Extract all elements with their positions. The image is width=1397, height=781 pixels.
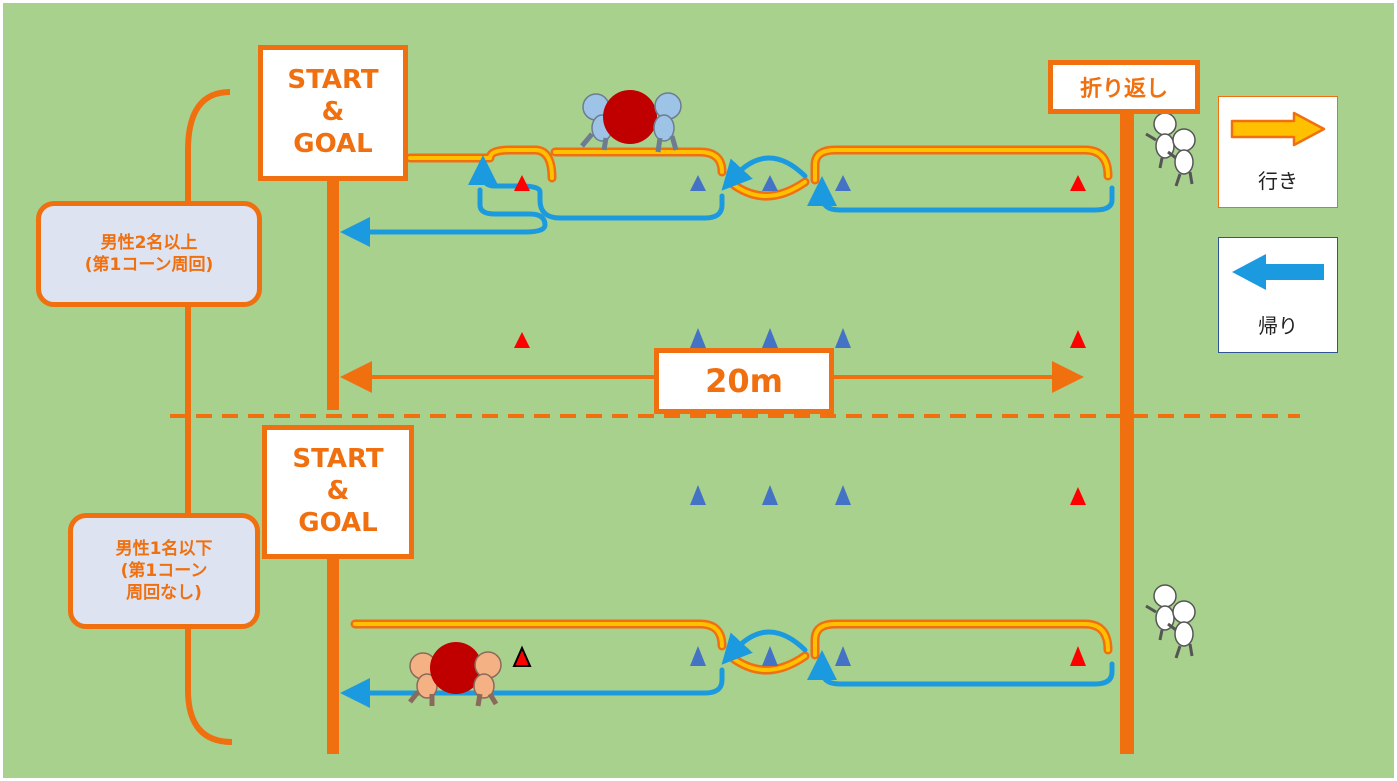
legend-return: 帰り	[1218, 237, 1338, 353]
category-label-bottom: 男性1名以下 (第1コーン 周回なし)	[68, 513, 260, 629]
cone-icon	[514, 175, 530, 191]
cone-icon	[690, 175, 706, 191]
cone-icon	[512, 645, 532, 667]
cone-icon	[762, 485, 778, 505]
cone-icon	[1070, 175, 1086, 191]
cone-icon	[1070, 487, 1086, 505]
distance-label: 20m	[654, 348, 834, 414]
bottom-team-carrying-ball	[408, 642, 502, 707]
cone-icon	[762, 328, 778, 348]
start-post-top	[327, 178, 339, 410]
category-text-top: 男性2名以上 (第1コーン周回)	[84, 232, 214, 275]
start-goal-text-bottom: START & GOAL	[292, 444, 384, 538]
cone-icon	[835, 485, 851, 505]
start-goal-label-bottom: START & GOAL	[262, 425, 414, 559]
cone-icon	[835, 328, 851, 348]
start-goal-text-top: START & GOAL	[287, 65, 379, 159]
cones-top-route	[514, 175, 1086, 191]
category-bracket	[185, 89, 233, 745]
start-post-bottom	[327, 558, 339, 754]
cone-icon	[1070, 330, 1086, 348]
category-text-bottom: 男性1名以下 (第1コーン 周回なし)	[115, 538, 213, 604]
ball-icon	[603, 90, 657, 144]
turnaround-label: 折り返し	[1048, 60, 1200, 114]
cone-icon	[762, 646, 778, 666]
cone-icon	[762, 175, 778, 191]
start-goal-label-top: START & GOAL	[258, 45, 408, 181]
cone-icon	[1070, 646, 1086, 666]
return-arrow-icon	[1232, 254, 1324, 290]
turnaround-post	[1120, 110, 1134, 754]
person-icon	[1145, 584, 1177, 641]
legend-return-label: 帰り	[1258, 314, 1298, 338]
distance-text: 20m	[705, 362, 783, 400]
referees-bottom	[1145, 584, 1196, 659]
cone-icon	[690, 485, 706, 505]
person-icon	[1167, 600, 1196, 659]
cone-icon	[690, 328, 706, 348]
legend-outbound: 行き	[1218, 96, 1338, 208]
person-icon	[653, 92, 682, 153]
return-path-bottom	[340, 629, 1115, 708]
cones-middle-row	[514, 328, 1086, 348]
cone-icon	[514, 332, 530, 348]
cone-icon	[835, 646, 851, 666]
category-label-top: 男性2名以上 (第1コーン周回)	[36, 201, 262, 307]
route-bottom	[340, 619, 1115, 708]
route-top	[340, 145, 1115, 247]
turnaround-text: 折り返し	[1079, 77, 1168, 102]
person-icon	[473, 651, 502, 707]
cone-icon	[835, 175, 851, 191]
referees-top	[1145, 112, 1196, 187]
cones-bottom-upper-row	[690, 485, 1086, 505]
top-team-carrying-ball	[580, 90, 682, 153]
cones-bottom-route	[512, 645, 1086, 667]
cone-icon	[690, 646, 706, 666]
legend-outbound-label: 行き	[1258, 169, 1298, 193]
outbound-arrow-icon	[1230, 111, 1326, 147]
return-path-top	[340, 155, 1115, 247]
ball-icon	[430, 642, 482, 694]
person-icon	[1167, 128, 1196, 187]
